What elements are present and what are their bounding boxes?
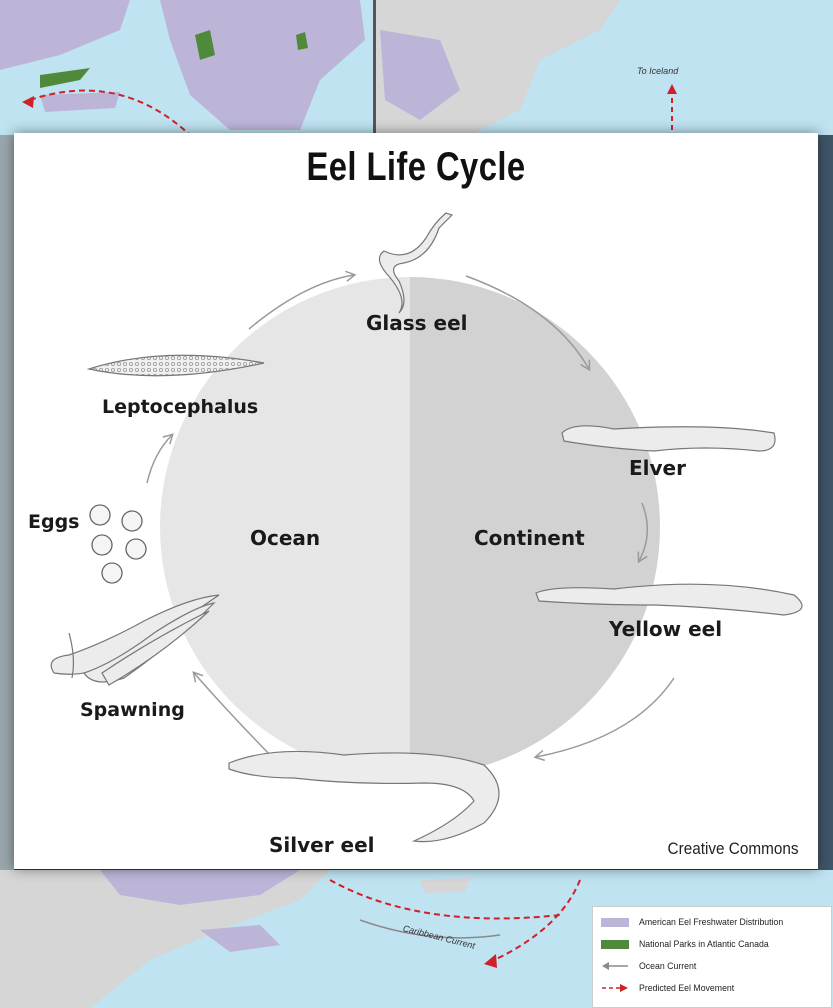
stage-label-yellow-eel: Yellow eel (609, 617, 722, 641)
ocean-current-arrow-icon (601, 961, 629, 971)
region-label-ocean: Ocean (250, 526, 320, 550)
eggs-illustration (90, 505, 146, 583)
map-legend: American Eel Freshwater Distribution Nat… (592, 906, 832, 1008)
stage-label-eggs: Eggs (28, 511, 80, 533)
legend-label: National Parks in Atlantic Canada (639, 939, 769, 950)
credit-label: Creative Commons (667, 839, 798, 859)
legend-label: Predicted Eel Movement (639, 983, 734, 994)
legend-swatch (601, 918, 629, 927)
eel-movement-arrow-icon (601, 983, 629, 993)
legend-item-distribution: American Eel Freshwater Distribution (601, 915, 796, 929)
diagram-title: Eel Life Cycle (86, 145, 745, 190)
stage-label-glass-eel: Glass eel (366, 311, 468, 335)
legend-item-movement: Predicted Eel Movement (601, 981, 743, 995)
life-cycle-diagram (14, 133, 818, 869)
stage-label-elver: Elver (629, 456, 686, 480)
stage-label-silver-eel: Silver eel (269, 833, 375, 857)
legend-item-current: Ocean Current (601, 959, 701, 973)
eel-life-cycle-card: Eel Life Cycle Glass eel Leptocephalus E… (14, 133, 818, 869)
to-iceland-label: To Iceland (637, 66, 678, 76)
stage-label-leptocephalus: Leptocephalus (102, 396, 258, 418)
region-label-continent: Continent (474, 526, 585, 550)
legend-label: Ocean Current (639, 961, 696, 972)
legend-label: American Eel Freshwater Distribution (639, 917, 783, 928)
silver-eel-illustration (229, 751, 499, 841)
legend-item-parks: National Parks in Atlantic Canada (601, 937, 780, 951)
legend-swatch (601, 940, 629, 949)
stage-label-spawning: Spawning (80, 699, 185, 721)
